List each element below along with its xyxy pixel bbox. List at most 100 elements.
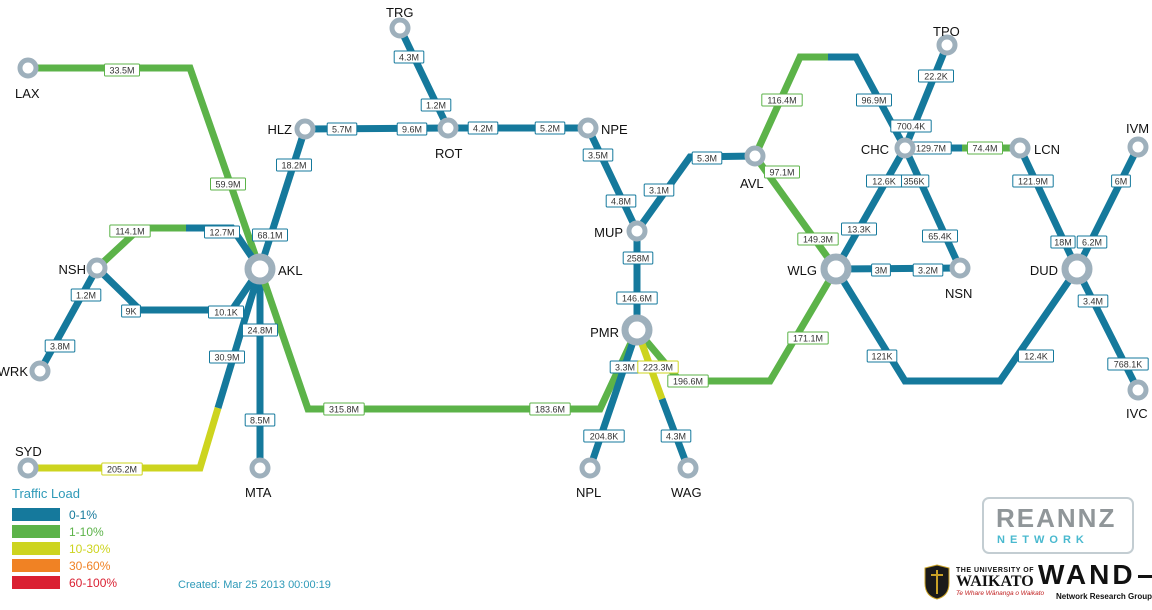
- link-trg-rot[interactable]: [396, 26, 452, 130]
- link-label-wlg-pmr[interactable]: 171.1M: [787, 331, 829, 345]
- link-label-nsh-wrk[interactable]: 3.8M: [44, 339, 76, 353]
- link-label-rot-npe[interactable]: 4.2M: [467, 121, 499, 135]
- link-nsh-akl-2[interactable]: [94, 265, 263, 314]
- link-label-dud-ivc[interactable]: 3.4M: [1077, 294, 1109, 308]
- link-akl-pmr[interactable]: [256, 267, 641, 413]
- link-chc-wlg[interactable]: [832, 146, 909, 271]
- link-label-wlg-pmr[interactable]: 196.6M: [667, 374, 709, 388]
- link-lax-akl[interactable]: [28, 64, 264, 271]
- link-label-wlg-nsn[interactable]: 3.2M: [912, 263, 944, 277]
- link-label-hlz-rot[interactable]: 5.7M: [326, 122, 358, 136]
- link-label-akl-syd[interactable]: 30.9M: [209, 350, 245, 364]
- link-label-chc-wlg[interactable]: 13.3K: [841, 222, 877, 236]
- link-label-lax-akl[interactable]: 33.5M: [104, 63, 140, 77]
- link-label-wlg-nsn[interactable]: 3M: [871, 263, 891, 277]
- link-label-mup-avl[interactable]: 3.1M: [643, 183, 675, 197]
- link-label-chc-wlg[interactable]: 12.6K: [866, 174, 902, 188]
- link-label-akl-pmr[interactable]: 315.8M: [323, 402, 365, 416]
- link-label-pmr-npl[interactable]: 204.8K: [583, 429, 625, 443]
- node-NPE[interactable]: [577, 117, 599, 139]
- link-chc-nsn[interactable]: [901, 146, 964, 270]
- link-label-lax-akl[interactable]: 59.9M: [210, 177, 246, 191]
- link-label-chc-lcn[interactable]: 129.7M: [910, 141, 952, 155]
- link-wlg-pmr[interactable]: [634, 267, 840, 385]
- node-LAX[interactable]: [17, 57, 39, 79]
- link-akl-hlz[interactable]: [256, 127, 309, 271]
- link-label-avl-chc[interactable]: 116.4M: [761, 93, 803, 107]
- node-PMR[interactable]: [621, 314, 653, 346]
- link-label-akl-hlz[interactable]: 18.2M: [276, 158, 312, 172]
- link-label-nsh-wrk[interactable]: 1.2M: [70, 288, 102, 302]
- link-label-avl-chc[interactable]: 96.9M: [856, 93, 892, 107]
- link-label-mup-pmr[interactable]: 258M: [622, 251, 654, 265]
- node-WRK[interactable]: [29, 360, 51, 382]
- link-label-akl-pmr[interactable]: 183.6M: [529, 402, 571, 416]
- link-label-dud-ivc[interactable]: 768.1K: [1107, 357, 1149, 371]
- link-label-mup-pmr[interactable]: 146.6M: [616, 291, 658, 305]
- node-MUP[interactable]: [626, 220, 648, 242]
- link-akl-syd[interactable]: [214, 267, 264, 410]
- link-npe-mup[interactable]: [584, 126, 641, 233]
- node-HLZ[interactable]: [294, 118, 316, 140]
- node-TRG[interactable]: [389, 17, 411, 39]
- link-label-chc-tpo[interactable]: 700.4K: [890, 119, 932, 133]
- link-avl-chc[interactable]: [828, 53, 909, 150]
- link-akl-syd[interactable]: [28, 406, 222, 472]
- node-MTA[interactable]: [249, 457, 271, 479]
- link-chc-tpo[interactable]: [901, 43, 951, 150]
- link-label-hlz-rot[interactable]: 9.6M: [396, 122, 428, 136]
- node-DUD[interactable]: [1061, 253, 1093, 285]
- link-label-avl-wlg[interactable]: 97.1M: [764, 165, 800, 179]
- link-label-nsh-akl-1[interactable]: 12.7M: [204, 225, 240, 239]
- node-WAG[interactable]: [677, 457, 699, 479]
- link-pmr-npl[interactable]: [586, 328, 641, 470]
- link-label-chc-nsn[interactable]: 356K: [898, 174, 930, 188]
- link-avl-chc[interactable]: [751, 53, 828, 158]
- node-CHC[interactable]: [894, 137, 916, 159]
- link-label-pmr-wag[interactable]: 223.3M: [637, 360, 679, 374]
- link-label-akl-syd[interactable]: 205.2M: [101, 462, 143, 476]
- node-NSN[interactable]: [949, 257, 971, 279]
- link-wlg-dud[interactable]: [833, 267, 1080, 385]
- link-lcn-dud[interactable]: [1016, 146, 1081, 271]
- link-label-npe-mup[interactable]: 3.5M: [582, 148, 614, 162]
- node-TPO[interactable]: [936, 34, 958, 56]
- node-LCN[interactable]: [1009, 137, 1031, 159]
- link-label-wlg-dud[interactable]: 121K: [866, 349, 898, 363]
- node-NSH[interactable]: [86, 257, 108, 279]
- link-mup-avl[interactable]: [634, 152, 756, 234]
- link-label-akl-mta[interactable]: 8.5M: [244, 413, 276, 427]
- node-WLG[interactable]: [820, 253, 852, 285]
- node-AKL[interactable]: [244, 253, 276, 285]
- link-dud-ivc[interactable]: [1073, 267, 1142, 392]
- node-IVC[interactable]: [1127, 379, 1149, 401]
- link-label-chc-tpo[interactable]: 22.2K: [918, 69, 954, 83]
- link-label-chc-lcn[interactable]: 74.4M: [967, 141, 1003, 155]
- link-label-akl-hlz[interactable]: 68.1M: [252, 228, 288, 242]
- node-NPL[interactable]: [579, 457, 601, 479]
- link-label-lcn-dud[interactable]: 121.9M: [1012, 174, 1054, 188]
- link-label-ivm-dud[interactable]: 6M: [1111, 174, 1131, 188]
- node-ROT[interactable]: [437, 117, 459, 139]
- link-nsh-wrk[interactable]: [36, 266, 101, 373]
- link-label-chc-nsn[interactable]: 65.4K: [922, 229, 958, 243]
- link-label-akl-mta[interactable]: 24.8M: [242, 323, 278, 337]
- node-AVL[interactable]: [744, 145, 766, 167]
- link-label-nsh-akl-1[interactable]: 114.1M: [109, 224, 151, 238]
- link-label-npe-mup[interactable]: 4.8M: [605, 194, 637, 208]
- link-label-rot-npe[interactable]: 5.2M: [534, 121, 566, 135]
- link-label-nsh-akl-2[interactable]: 10.1K: [208, 305, 244, 319]
- link-label-ivm-dud[interactable]: 6.2M: [1076, 235, 1108, 249]
- link-label-trg-rot[interactable]: 4.3M: [393, 50, 425, 64]
- link-label-nsh-akl-2[interactable]: 9K: [121, 304, 141, 318]
- node-IVM[interactable]: [1127, 136, 1149, 158]
- link-label-pmr-npl[interactable]: 3.3M: [609, 360, 641, 374]
- link-ivm-dud[interactable]: [1073, 145, 1142, 271]
- link-label-pmr-wag[interactable]: 4.3M: [660, 429, 692, 443]
- link-label-lcn-dud[interactable]: 18M: [1050, 235, 1076, 249]
- link-label-mup-avl[interactable]: 5.3M: [691, 151, 723, 165]
- link-label-trg-rot[interactable]: 1.2M: [420, 98, 452, 112]
- link-label-wlg-dud[interactable]: 12.4K: [1018, 349, 1054, 363]
- node-SYD[interactable]: [17, 457, 39, 479]
- link-label-avl-wlg[interactable]: 149.3M: [797, 232, 839, 246]
